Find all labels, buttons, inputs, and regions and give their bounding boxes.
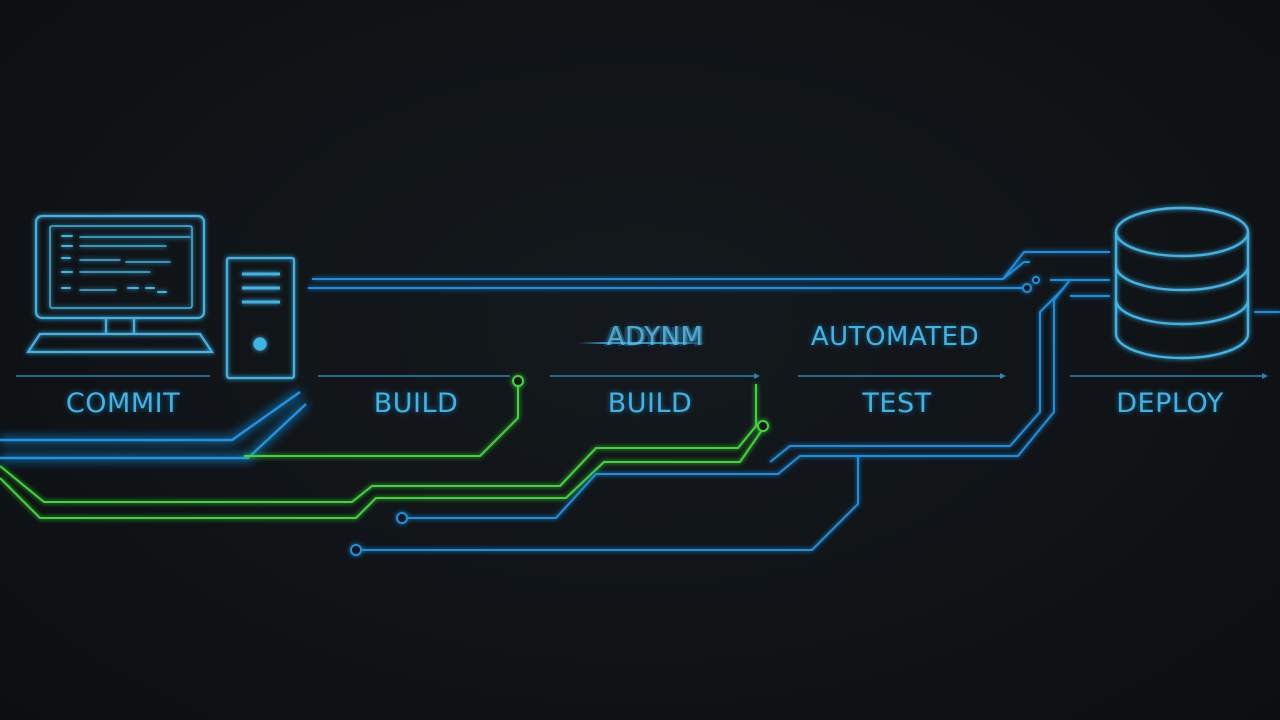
- green-circuit-traces: [0, 375, 769, 519]
- database-icon: [1114, 206, 1250, 360]
- computer-monitor-icon: [25, 214, 215, 354]
- stage-label-build: BUILD: [373, 388, 459, 419]
- automated-label: AUTOMATED: [810, 322, 980, 352]
- stage-label-deploy: DEPLOY: [1116, 388, 1224, 419]
- stage-label-commit: COMMIT: [65, 388, 181, 419]
- lower-blue-traces: [350, 279, 1071, 556]
- stage-label-build-2: BUILD: [607, 388, 693, 419]
- blue-circuit-traces: [0, 391, 307, 460]
- separator-arrowheads: [754, 373, 1268, 379]
- glitch-underline: [578, 342, 706, 344]
- stage-label-test: TEST: [862, 388, 932, 419]
- garbled-label: ADYNM: [606, 322, 704, 352]
- server-tower-icon: [225, 256, 296, 380]
- top-connector-lines: [308, 251, 1280, 313]
